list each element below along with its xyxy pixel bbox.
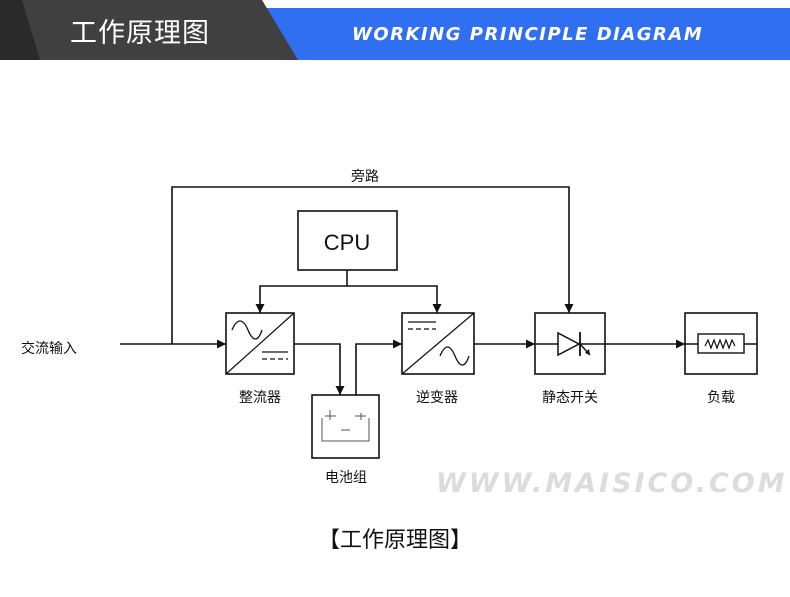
thyristor-icon xyxy=(557,331,591,357)
battery-box xyxy=(311,394,380,459)
cpu-to-rectifier-line xyxy=(255,270,348,313)
ac-input-label: 交流输入 xyxy=(21,340,77,357)
static-switch-box xyxy=(534,312,606,375)
banner-gray-tab xyxy=(0,0,298,60)
rectifier-to-battery-line xyxy=(294,343,345,395)
header-banner: 工作原理图 WORKING PRINCIPLE DIAGRAM xyxy=(0,0,790,60)
inverter-label: 逆变器 xyxy=(416,390,458,406)
battery-label: 电池组 xyxy=(325,470,367,486)
bypass-line xyxy=(171,186,574,344)
load-box xyxy=(684,312,758,375)
watermark-text: WWW.MAISICO.COM xyxy=(436,468,788,499)
ac-wave-icon xyxy=(439,346,470,366)
cpu-to-inverter-line xyxy=(347,285,442,313)
inverter-box xyxy=(401,312,475,375)
ac-wave-icon xyxy=(231,320,263,340)
cpu-label: CPU xyxy=(324,230,370,255)
load-label: 负载 xyxy=(707,390,735,406)
battery-icon xyxy=(321,410,370,442)
rectifier-box xyxy=(225,312,295,375)
figure-caption: 【工作原理图】 xyxy=(317,528,472,553)
resistor-icon xyxy=(697,333,745,354)
rectifier-diagonal xyxy=(225,312,295,375)
cpu-box: CPU xyxy=(297,210,398,271)
bypass-label: 旁路 xyxy=(351,168,379,185)
rectifier-label: 整流器 xyxy=(239,390,281,406)
static-switch-label: 静态开关 xyxy=(542,390,598,406)
inverter-diagonal xyxy=(401,312,475,375)
battery-to-inverter-line xyxy=(355,339,402,395)
banner-title-cn: 工作原理图 xyxy=(70,18,210,49)
banner-title-en: WORKING PRINCIPLE DIAGRAM xyxy=(352,24,704,45)
